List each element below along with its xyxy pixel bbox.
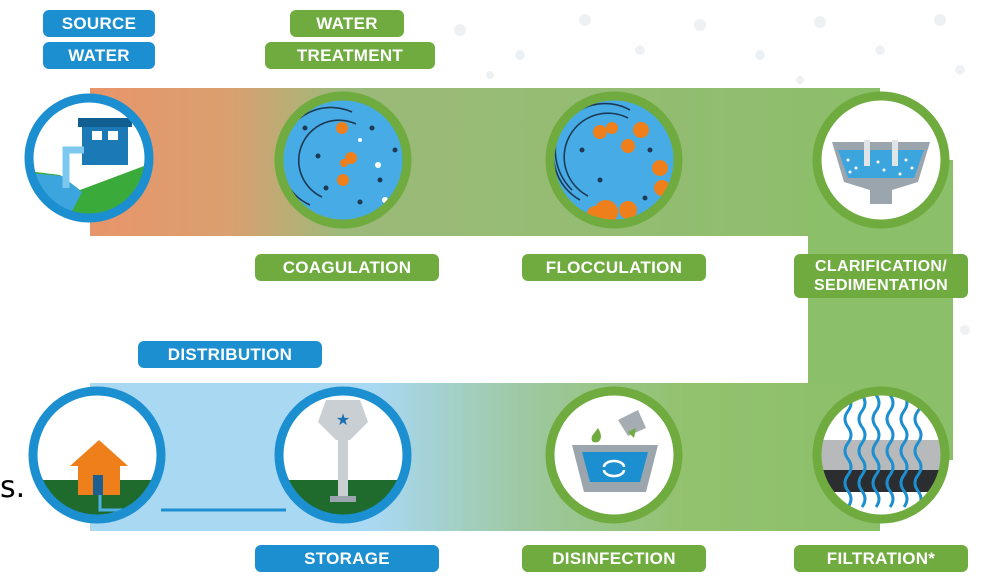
coagulation-icon bbox=[274, 91, 412, 229]
distribution-label: DISTRIBUTION bbox=[138, 341, 322, 368]
top-flow-band bbox=[90, 88, 880, 236]
disinfection-icon bbox=[545, 386, 683, 524]
filtration-label: FILTRATION* bbox=[794, 545, 968, 572]
filtration-icon bbox=[812, 386, 950, 524]
source-water-icon bbox=[24, 93, 154, 223]
water-tower-icon: ★ bbox=[274, 386, 412, 524]
source-label-line2: WATER bbox=[43, 42, 155, 69]
clarification-label: CLARIFICATION/ SEDIMENTATION bbox=[794, 254, 968, 298]
flocculation-label: FLOCCULATION bbox=[522, 254, 706, 281]
disinfection-label: DISINFECTION bbox=[522, 545, 706, 572]
clarification-tank-icon bbox=[812, 91, 950, 229]
svg-text:★: ★ bbox=[336, 410, 350, 429]
coagulation-label: COAGULATION bbox=[255, 254, 439, 281]
stray-text: s. bbox=[0, 470, 26, 505]
flocculation-icon bbox=[545, 91, 683, 229]
storage-label: STORAGE bbox=[255, 545, 439, 572]
treatment-label-line2: TREATMENT bbox=[265, 42, 435, 69]
source-label-line1: SOURCE bbox=[43, 10, 155, 37]
bottom-flow-band bbox=[90, 383, 880, 531]
treatment-label-line1: WATER bbox=[290, 10, 404, 37]
house-icon bbox=[28, 386, 166, 524]
